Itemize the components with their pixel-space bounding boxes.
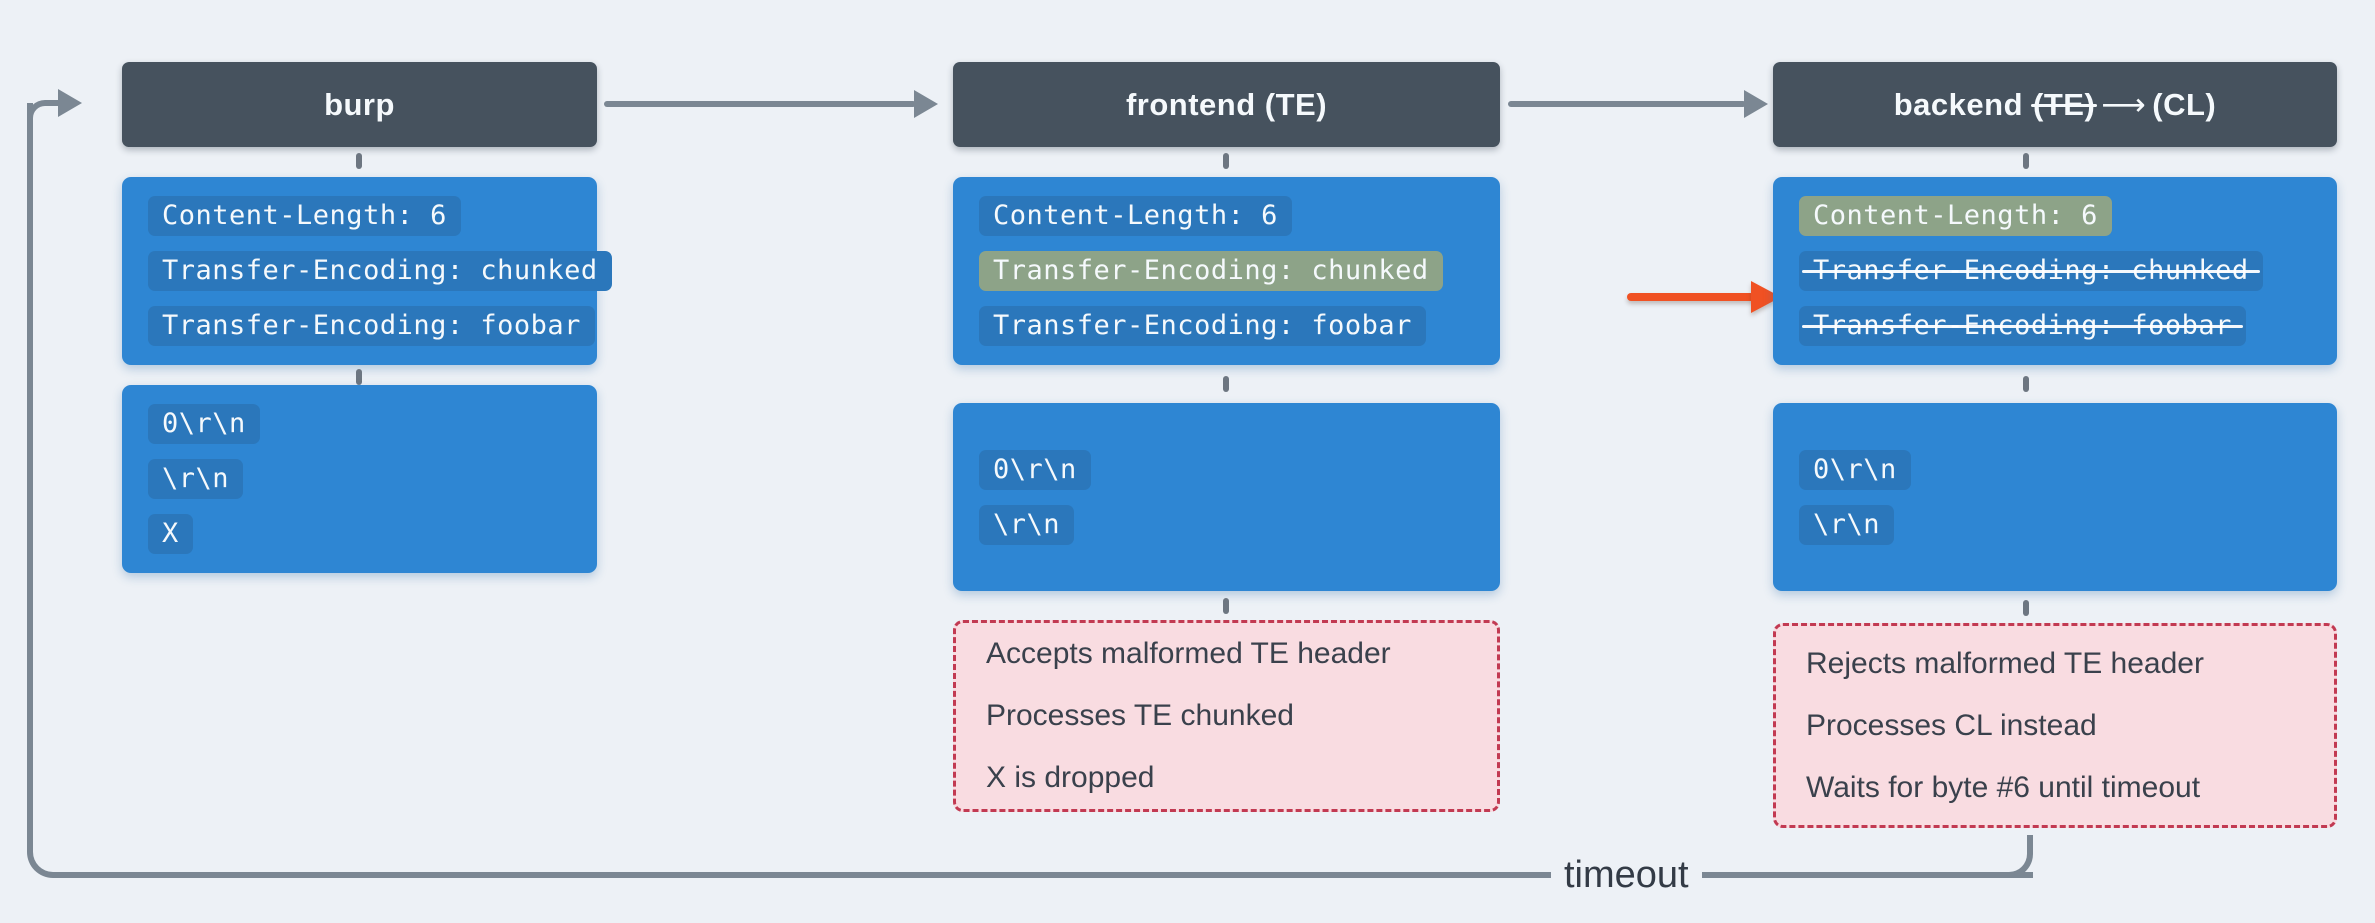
backend-request-headers-box: Content-Length: 6 Transfer-Encoding: chu… [1773,177,2337,365]
te-to-cl-arrow-icon: ⟶ [2101,86,2147,123]
note-line: X is dropped [986,761,1155,794]
note-line: Processes CL instead [1806,708,2097,742]
arrow-burp-to-frontend-head-icon [914,90,938,118]
connector-dash [1223,153,1229,169]
header-chip: Content-Length: 6 [979,196,1292,236]
arrow-burp-to-frontend-line [604,101,916,107]
note-line: Rejects malformed TE header [1806,646,2204,680]
header-chip: Content-Length: 6 [148,196,461,236]
connector-dash [2023,600,2029,616]
header-chip-highlighted: Content-Length: 6 [1799,196,2112,236]
burp-request-headers-box: Content-Length: 6 Transfer-Encoding: chu… [122,177,612,365]
header-chip-highlighted: Transfer-Encoding: chunked [979,251,1443,291]
frontend-request-headers-box: Content-Length: 6 Transfer-Encoding: chu… [953,177,1500,365]
node-backend-title-te-struck: (TE) [2031,86,2098,122]
note-line: Accepts malformed TE header [986,637,1391,670]
body-chip: \r\n [1799,504,1895,545]
node-frontend-title: frontend (TE) [953,62,1500,147]
burp-request-body-box: 0\r\n \r\n X [122,385,597,573]
note-line: Processes TE chunked [986,699,1294,732]
body-chip: 0\r\n [979,449,1091,490]
node-backend-title-post: (CL) [2152,86,2217,122]
connector-dash [2023,376,2029,392]
header-chip-struck: Transfer-Encoding: chunked [1799,251,2263,291]
backend-behavior-note: Rejects malformed TE header Processes CL… [1773,623,2337,828]
timeout-loop-line [27,103,2033,878]
node-burp-title-label: burp [324,86,395,122]
header-chip: Transfer-Encoding: foobar [979,306,1426,346]
header-chip: Transfer-Encoding: chunked [148,251,612,291]
arrow-frontend-to-backend-head-icon [1744,90,1768,118]
body-chip: \r\n [148,459,244,499]
body-chip: 0\r\n [148,404,260,444]
body-chip: 0\r\n [1799,449,1911,490]
backend-request-body-box: 0\r\n \r\n [1773,403,2337,591]
header-chip: Transfer-Encoding: foobar [148,306,595,346]
connector-dash [2023,153,2029,169]
body-chip: X [148,514,193,554]
node-frontend-title-label: frontend (TE) [1125,86,1328,122]
arrow-frontend-to-backend-line [1508,101,1746,107]
header-chip-struck: Transfer-Encoding: foobar [1799,306,2246,346]
frontend-request-body-box: 0\r\n \r\n [953,403,1500,591]
timeout-loop-top-corner [27,100,63,134]
connector-dash [356,153,362,169]
node-backend-title: backend (TE) ⟶ (CL) [1773,62,2337,147]
node-backend-title-pre: backend [1893,86,2024,122]
node-burp-title: burp [122,62,597,147]
loop-arrowhead-into-burp-icon [58,89,82,117]
note-line: Waits for byte #6 until timeout [1806,770,2201,804]
timeout-loop-right-corner [1991,835,2033,878]
connector-dash [1223,376,1229,392]
timeout-label: timeout [1551,850,1702,900]
connector-dash [1223,598,1229,614]
connector-dash [356,369,362,385]
red-emphasis-arrow-line [1627,293,1755,301]
body-chip: \r\n [979,504,1075,545]
frontend-behavior-note: Accepts malformed TE header Processes TE… [953,620,1500,812]
